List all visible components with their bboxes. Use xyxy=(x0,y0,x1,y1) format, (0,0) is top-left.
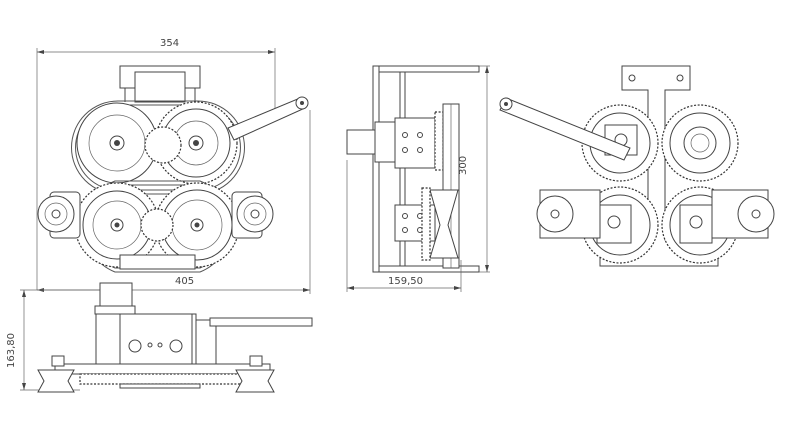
dim-163-80: 163,80 xyxy=(6,333,17,368)
rear-view xyxy=(499,65,775,267)
dim-405: 405 xyxy=(175,276,194,287)
front-view: 354 xyxy=(36,38,311,294)
dim-354: 354 xyxy=(160,38,179,49)
dim-159-50: 159,50 xyxy=(388,276,423,287)
dim-300: 300 xyxy=(458,156,469,175)
top-view: 163,80 xyxy=(6,282,313,393)
side-view: 300 159,50 xyxy=(346,65,490,292)
